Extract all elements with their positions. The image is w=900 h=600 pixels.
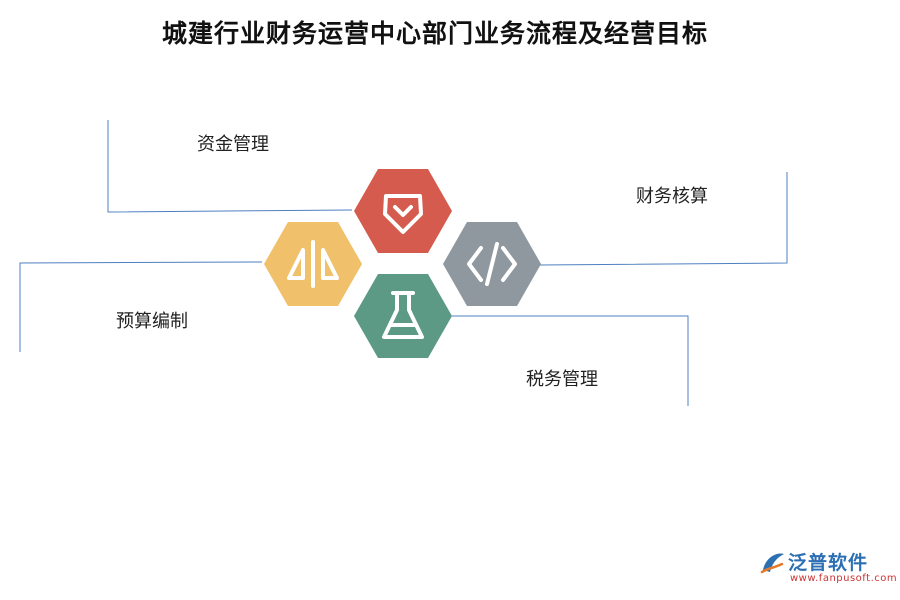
hexagon-funds: [354, 169, 452, 253]
logo-icon: [760, 553, 784, 574]
logo-name: 泛普软件: [788, 552, 869, 574]
label-funds-management: 资金管理: [197, 134, 269, 155]
connector-line-budget: [19, 261, 263, 352]
connector-line-accounting: [539, 172, 788, 266]
label-tax-management: 税务管理: [526, 369, 598, 390]
label-budget: 预算编制: [116, 311, 188, 332]
flask-icon: [382, 291, 424, 339]
connector-line-tax: [452, 315, 689, 406]
label-accounting: 财务核算: [636, 186, 708, 207]
hexagon-accounting: [443, 222, 541, 306]
code-icon: [467, 242, 517, 286]
connector-line-funds: [107, 120, 353, 213]
page-title: 城建行业财务运营中心部门业务流程及经营目标: [161, 19, 708, 48]
balance-icon: [287, 240, 339, 288]
hexagon-tax: [354, 274, 452, 358]
brand-logo: 泛普软件 www.fanpusoft.com: [760, 548, 897, 588]
logo-url: www.fanpusoft.com: [790, 573, 898, 584]
diamond-chevron-icon: [383, 194, 423, 234]
hexagon-budget: [264, 222, 362, 306]
